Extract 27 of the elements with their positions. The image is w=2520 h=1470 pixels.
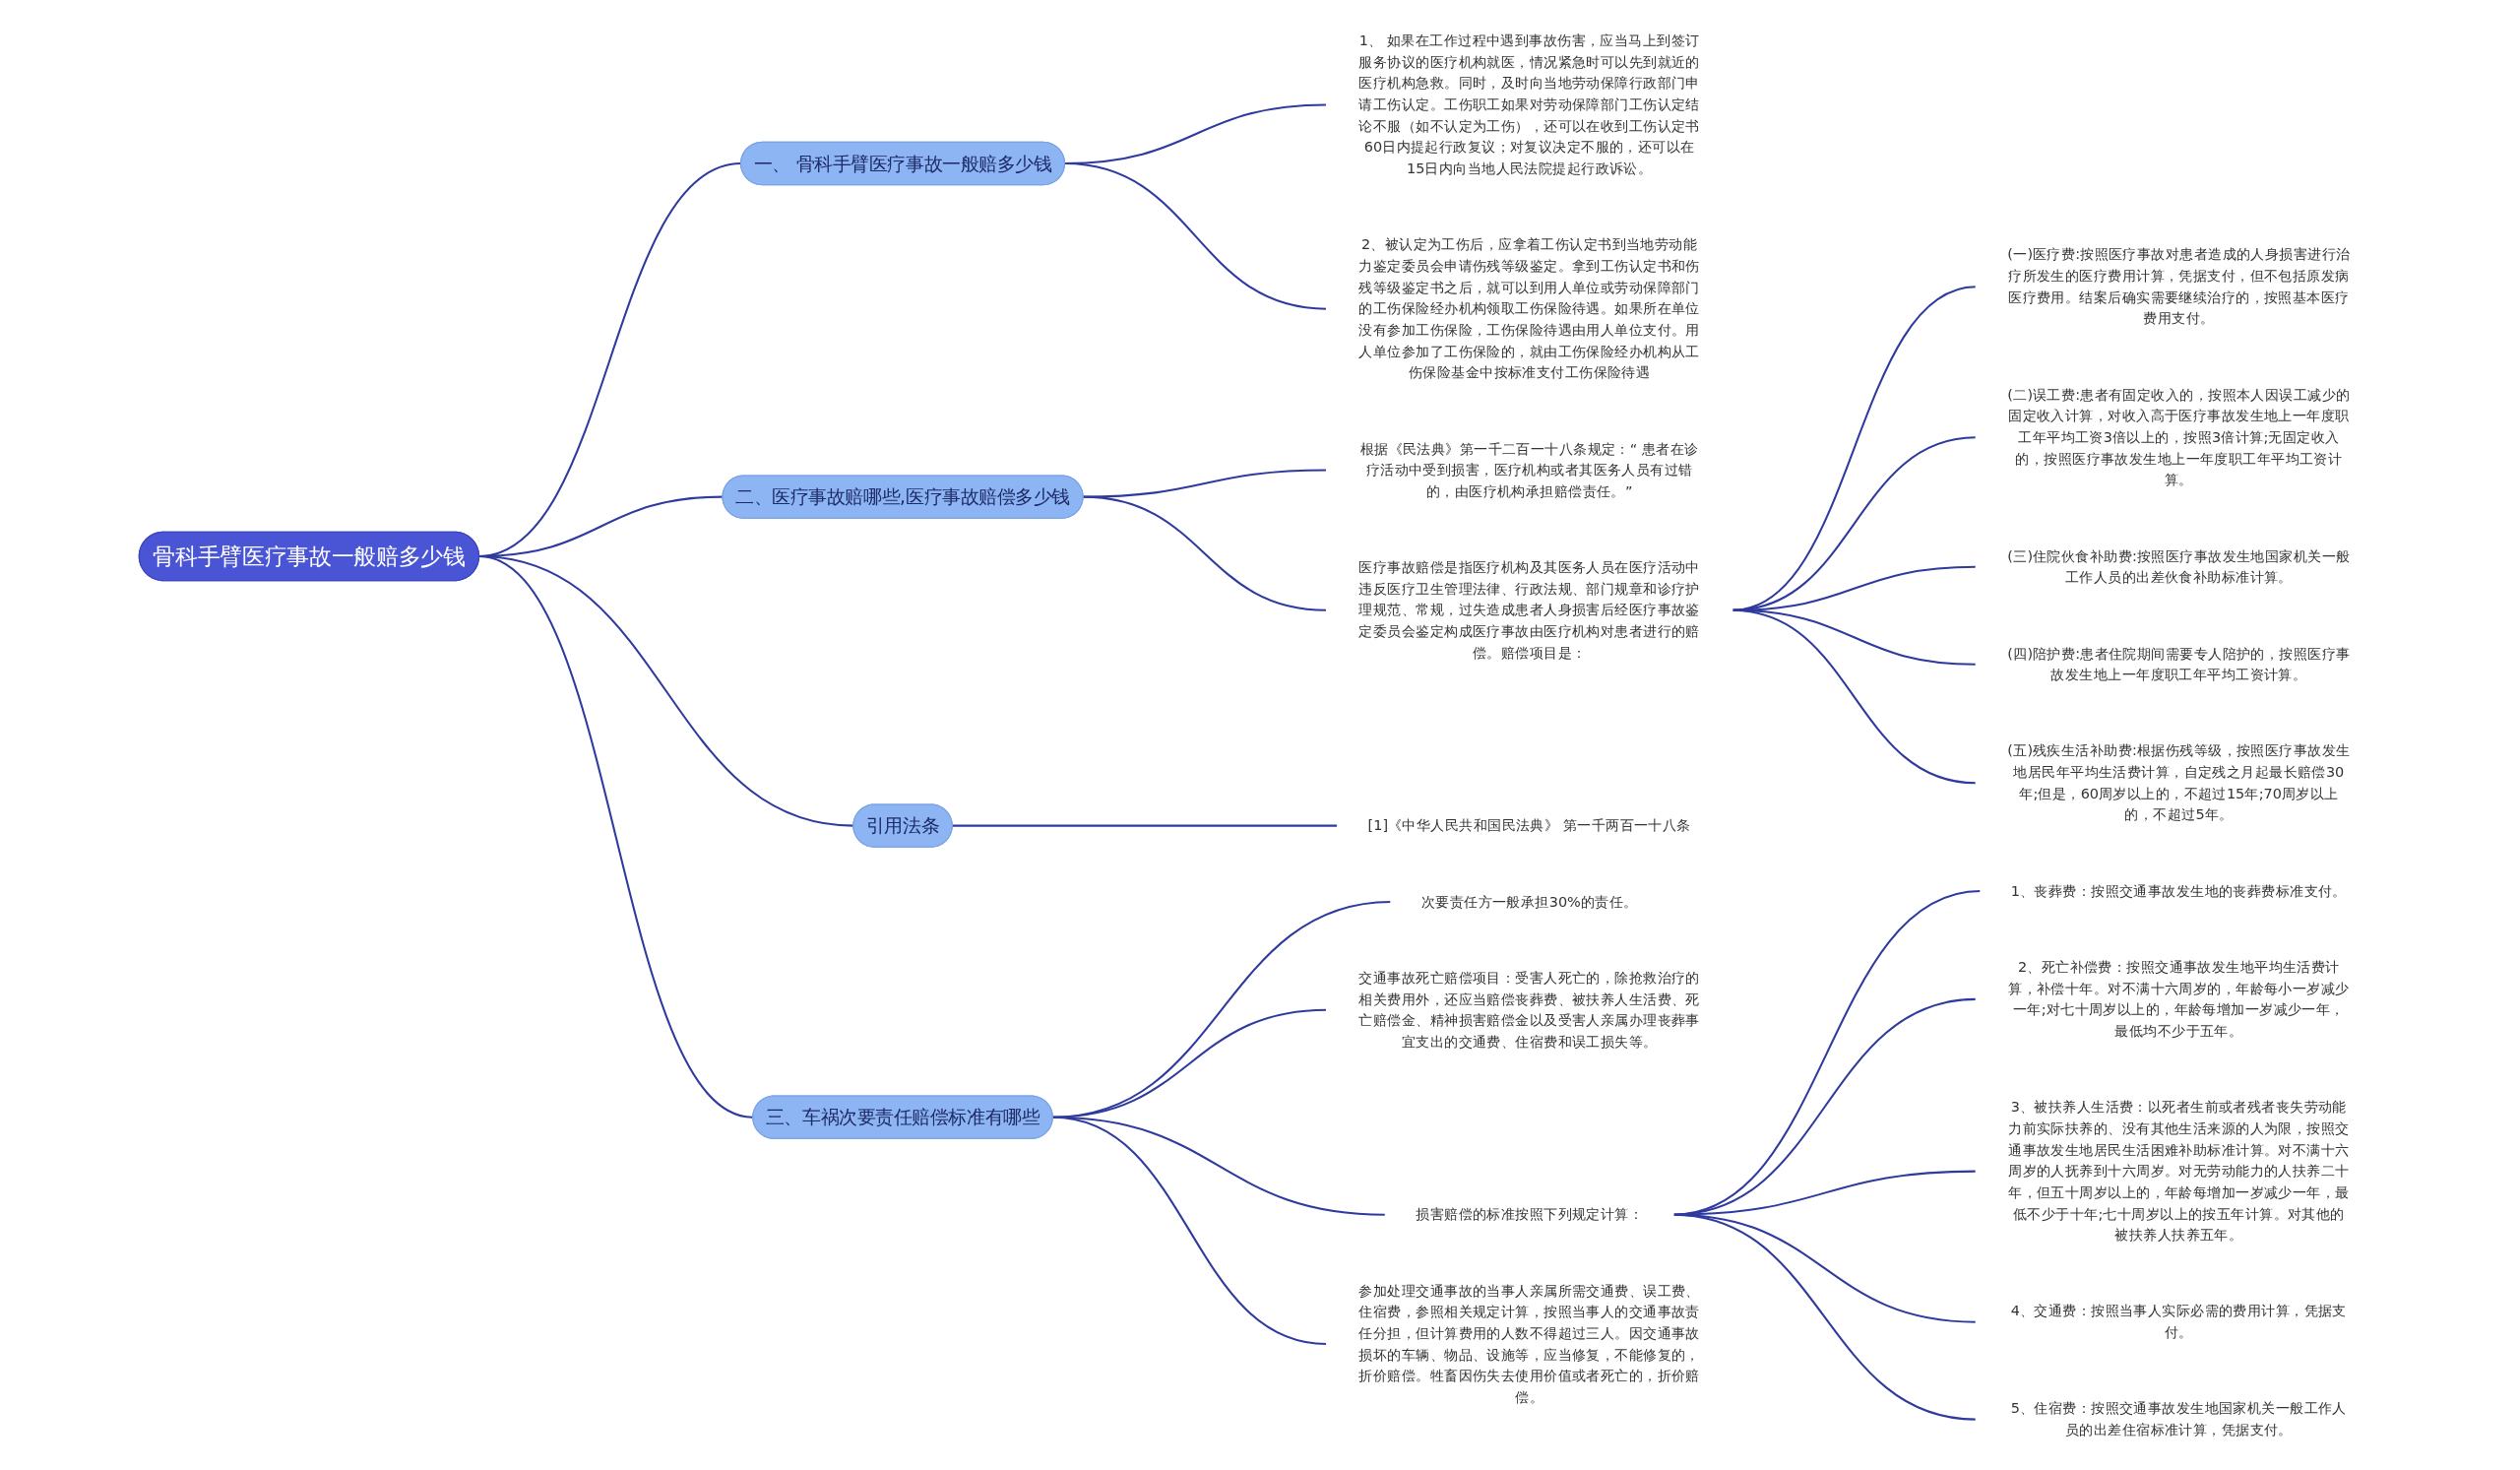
connector [1672,889,1981,1216]
connector [1082,495,1327,611]
node-text: (二)误工费:患者有固定收入的，按照本人因误工减少的固定收入计算，对收入高于医疗事故发生地上一年度职工年平均工资3倍以上的，按照3倍计算;无固定收入的，按照医疗事故发生地上一年度职工年平均工资计算。 [2006,385,2350,487]
node-text: [1]《中华人民共和国民法典》 第一千两百一十八条 [1367,816,1691,833]
connector [477,554,753,1118]
node-text: 2、死亡补偿费：按照交通事故发生地平均生活费计算，补偿十年。对不满十六周岁的，年龄每小一岁减少一年;对七十周岁以上的，年龄每增加一岁减少一年，最低均不少于五年。 [2007,958,2350,1039]
node-text: (四)陪护费:患者住院期间需要专人陪护的，按照医疗事故发生地上一年度职工年平均工资计算。 [2006,644,2350,682]
connector [951,824,1338,827]
connector [1064,161,1327,310]
node-text: 损害赔偿的标准按照下列规定计算： [1415,1205,1643,1222]
node-text: 医疗事故赔偿是指医疗机构及其医务人员在医疗活动中违反医疗卫生管理法律、行政法规、部门规章和诊疗护理规范、常规，过失造成患者人身损害后经医疗事故鉴定委员会鉴定构成医疗事故由医疗机构对患者进行的赔偿。赔偿项目是： [1358,558,1700,661]
node-text: (五)残疾生活补助费:根据伤残等级，按照医疗事故发生地居民年平均生活费计算，自定残之月起最长赔偿30年;但是，60周岁以上的，不超过15年;70周岁以上的，不超过5年。 [2006,741,2350,823]
node-text: 4、交通费：按照当事人实际必需的费用计算，凭据支付。 [2010,1302,2347,1340]
node-text: (三)住院伙食补助费:按照医疗事故发生地国家机关一般工作人员的出差伙食补助标准计算。 [2006,546,2350,585]
node-text: 交通事故死亡赔偿项目：受害人死亡的，除抢救治疗的相关费用外，还应当赔偿丧葬费、被扶养人生活费、死亡赔偿金、精神损害赔偿金以及受害人亲属办理丧葬事宜支出的交通费、住宿费和误工损失等。 [1358,968,1700,1050]
node-text: 次要责任方一般承担30%的责任。 [1420,892,1638,910]
node-text: 5、住宿费：按照交通事故发生地国家机关一般工作人员的出差住宿标准计算，凭据支付。 [2010,1399,2347,1438]
node-text: 2、被认定为工伤后，应拿着工伤认定书到当地劳动能力鉴定委员会申请伤残等级鉴定。拿到工伤认定书和伤残等级鉴定书之后，就可以到用人单位或劳动保障部门的工伤保险经办机构领取工伤保险待遇。如果所在单位没有参加工伤保险，工伤保险待遇由用人单位支付。用人单位参加了工伤保险的，就由工伤保险经办机构从工伤保险基金中按标准支付工伤保险待遇 [1358,235,1700,380]
node-text: 1、丧葬费：按照交通事故发生地的丧葬费标准支付。 [2010,881,2347,899]
connector [1672,1213,1976,1421]
connector [1732,608,1976,784]
node-text: 3、被扶养人生活费：以死者生前或者残者丧失劳动能力前实际扶养的、没有其他生活来源的人为限，按照交通事故发生地居民生活困难补助标准计算。对不满十六周岁的人抚养到十六周岁。对无劳动能力的人扶养二十年，但五十周岁以上的，年龄每增加一岁减少一年，最低不少于十年;七十周岁以上的按五年计算。对其他的被扶养人扶养五年。 [2007,1098,2350,1243]
node-text: (一)医疗费:按照医疗事故对患者造成的人身损害进行治疗所发生的医疗费用计算，凭据支付，但不包括原发病医疗费用。结案后确实需要继续治疗的，按照基本医疗费用支付。 [2006,245,2350,326]
connector [1051,1116,1327,1345]
node-text: 参加处理交通事故的当事人亲属所需交通费、误工费、住宿费，参照相关规定计算，按照当事人的交通事故责任分担，但计算费用的人数不得超过三人。因交通事故损坏的车辆、物品、设施等，应当修复，不能修复的，折价赔偿。牲畜因伤失去使用价值或者死亡的，折价赔偿。 [1358,1281,1700,1405]
node-text: 根据《民法典》第一千二百一十八条规定：“ 患者在诊疗活动中受到损害，医疗机构或者其医务人员有过错的，由医疗机构承担赔偿责任。” [1359,439,1699,499]
node-text: 1、 如果在工作过程中遇到事故伤害，应当马上到签订服务协议的医疗机构就医，情况紧急时可以先到就近的医疗机构急救。同时，及时向当地劳动保障行政部门申请工伤认定。工伤职工如果对劳动保障部门工伤认定结论不服（如不认定为工伤），还可以在收到工伤认定书60日内提起行政复议；对复议决定不服的，还可以在15日内向当地人民法院提起行政诉讼。 [1358,32,1700,176]
